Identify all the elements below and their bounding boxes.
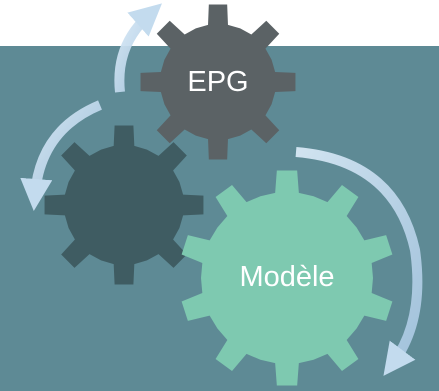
gear-center [44,125,204,285]
cycle-arrow-right [295,147,423,376]
gear-label-modele: Modèle [239,261,334,293]
gear-epg [140,4,296,160]
gear-label-epg: EPG [187,66,248,98]
gear-modele [181,170,393,386]
cycle-arrow-top [114,3,162,93]
cycle-arrow-left [20,100,102,211]
